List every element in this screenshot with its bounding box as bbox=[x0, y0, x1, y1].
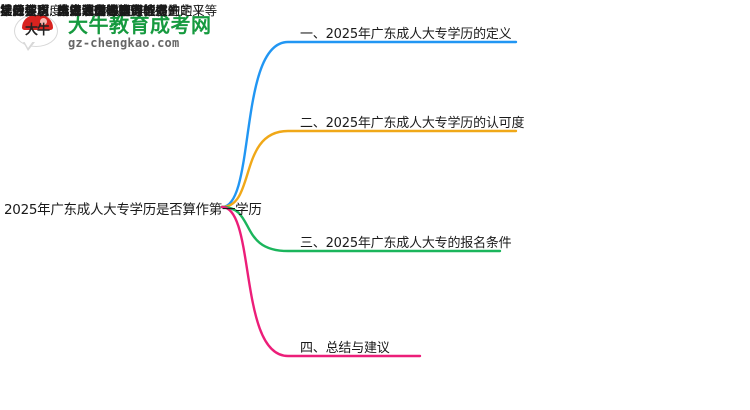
root-node-label[interactable]: 2025年广东成人大专学历是否算作第一学历 bbox=[4, 202, 262, 218]
leaf-node-label-3-3[interactable]: 其他要求: 遵守法律法规 bbox=[0, 3, 131, 18]
connector-curve bbox=[220, 205, 502, 253]
logo-mark-line1: 大 bbox=[24, 23, 38, 38]
leaf-node-label-2-1[interactable]: 社会认可度: 成人大专学历的提升 bbox=[0, 3, 180, 18]
leaf-node-label-4-1[interactable]: 学历性质: 第二学历的认定 bbox=[0, 3, 144, 18]
leaf-node-label-1-2[interactable]: 第一学历: 全日制普通高等教育的定义 bbox=[0, 3, 205, 18]
branch-node-label-4[interactable]: 四、总结与建议 bbox=[300, 341, 390, 356]
leaf-node-label-3-1[interactable]: 学历要求: 高中或中专毕业证书 bbox=[0, 3, 168, 18]
logo-title: 大牛教育成考网 bbox=[68, 12, 212, 37]
speech-bubble-tail bbox=[23, 41, 35, 51]
leaf-node-label-3-2[interactable]: 年龄要求: 年满18岁或已毕业 bbox=[0, 3, 159, 18]
site-logo[interactable]: 大牛 大牛教育成考网 gz-chengkao.com bbox=[14, 10, 234, 54]
connector-curve bbox=[220, 40, 518, 209]
logo-text-block: 大牛教育成考网 gz-chengkao.com bbox=[68, 14, 212, 51]
connector-curve bbox=[220, 205, 422, 358]
branch-node-label-1[interactable]: 一、2025年广东成人大专学历的定义 bbox=[300, 27, 512, 42]
connector-curve bbox=[220, 129, 518, 209]
leaf-node-label-1-1[interactable]: 第二学历: 成人大专学历的性质 bbox=[0, 3, 168, 18]
logo-subtitle: gz-chengkao.com bbox=[68, 35, 180, 50]
logo-mark-text: 大牛 bbox=[18, 23, 56, 38]
logo-mark-line2: 牛 bbox=[37, 23, 50, 38]
leaf-node-label-4-2[interactable]: 提升建议: 选择菲鱼教育进行咨询 bbox=[0, 3, 180, 18]
leaf-node-label-2-2[interactable]: 法律权利: 与普通高等教育毕业生的平等 bbox=[0, 3, 217, 18]
branch-node-label-2[interactable]: 二、2025年广东成人大专学历的认可度 bbox=[300, 116, 525, 131]
logo-bubble-icon: 大牛 bbox=[14, 12, 60, 52]
logo-red-dot bbox=[40, 17, 47, 25]
branch-node-label-3[interactable]: 三、2025年广东成人大专的报名条件 bbox=[300, 236, 512, 251]
